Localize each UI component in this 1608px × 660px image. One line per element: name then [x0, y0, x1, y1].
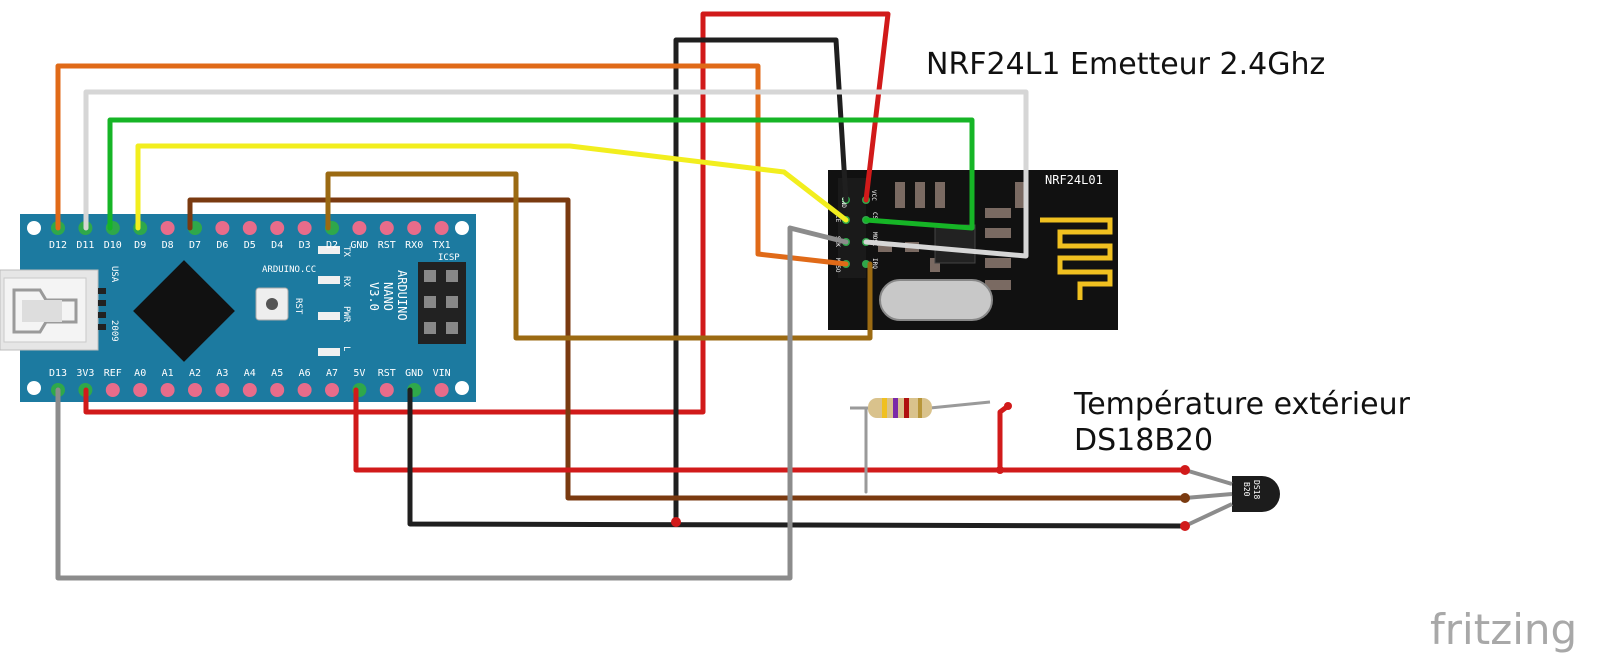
ds18b20-sensor: DS18 B20: [1184, 468, 1280, 528]
silk-icsp: ICSP: [438, 253, 460, 263]
nrf-pin-irq: IRQ: [871, 258, 878, 269]
arduino-pin-label: D8: [162, 240, 174, 251]
arduino-pin-label: D7: [189, 240, 201, 251]
arduino-pin-label: A6: [299, 368, 311, 379]
wire-red-5v: [353, 387, 1188, 473]
silk-led-pwr: PWR: [341, 306, 351, 323]
arduino-pin-label: RX0: [405, 240, 423, 251]
wire-green-d10: [107, 117, 975, 231]
wire-black-sensor-gnd: [407, 387, 1188, 529]
nrf-pin-mosi: MOSI: [871, 232, 878, 247]
arduino-pin-label: RST: [378, 240, 396, 251]
silk-led-l: L: [341, 346, 351, 351]
arduino-pin-label: D3: [299, 240, 311, 251]
wire-red-resistor: [997, 403, 1011, 473]
arduino-pin-label: GND: [405, 368, 423, 379]
nrf-pin-csn: CSN: [871, 212, 878, 223]
arduino-pin-label: D6: [216, 240, 228, 251]
arduino-pin-tx1: [434, 221, 449, 235]
arduino-pin-d8: [160, 221, 175, 235]
arduino-top-pin-row: D12 D11 D10 D9 D8 D7 D6 D5 D4 D3 D2 GND RST RX0 TX1: [49, 221, 451, 251]
arduino-pin-vin: [434, 383, 449, 397]
arduino-pin-a5: [270, 383, 285, 397]
arduino-pin-label: D13: [49, 368, 67, 379]
silk-rst: RST: [293, 298, 303, 315]
arduino-pin-d4: [270, 221, 285, 235]
icsp-header: [418, 262, 466, 344]
mcu-chip: [133, 260, 235, 362]
wires: [55, 11, 1188, 581]
arduino-pin-label: A5: [271, 368, 283, 379]
arduino-pin-label: D10: [104, 240, 122, 251]
arduino-pin-gnd: [352, 221, 367, 235]
resistor: [850, 398, 991, 418]
arduino-pin-label: A4: [244, 368, 256, 379]
wire-yellow-d9: [135, 143, 849, 231]
nrf-pin-gnd: GND: [840, 197, 847, 208]
arduino-pin-label: A0: [134, 368, 146, 379]
silk-led-rx: RX: [341, 276, 351, 287]
arduino-pin-label: 5V: [353, 368, 365, 379]
arduino-pin-label: REF: [104, 368, 122, 379]
wire-brown-d7: [187, 197, 1188, 501]
silk-year: 2009: [109, 320, 119, 342]
usb-connector: [0, 269, 106, 351]
silk-version: V3.0: [367, 282, 381, 311]
arduino-pin-label: D12: [49, 240, 67, 251]
arduino-pin-label: D11: [76, 240, 94, 251]
arduino-pin-label: D2: [326, 240, 338, 251]
arduino-pin-ref: [105, 383, 120, 397]
arduino-pin-label: D9: [134, 240, 146, 251]
arduino-pin-rx0: [407, 221, 422, 235]
silk-board: ARDUINO: [395, 270, 409, 321]
arduino-pin-a0: [133, 383, 148, 397]
arduino-pin-label: D4: [271, 240, 283, 251]
nrf-pin-ce: CE: [834, 215, 841, 223]
silk-led-tx: TX: [341, 246, 351, 257]
silk-usa: USA: [109, 266, 119, 283]
wire-orange-d12: [55, 63, 849, 267]
arduino-pin-label: A7: [326, 368, 338, 379]
arduino-pin-label: A1: [162, 368, 174, 379]
silk-site: ARDUINO.CC: [262, 265, 316, 275]
wire-gray-d13: [55, 225, 849, 581]
arduino-pin-d5: [242, 221, 257, 235]
arduino-pin-label: GND: [350, 240, 368, 251]
nrf-pin-vcc: VCC: [870, 190, 877, 201]
sensor-marking-1: DS18: [1252, 480, 1261, 499]
arduino-pin-label: D5: [244, 240, 256, 251]
wire-white-d11: [83, 89, 1029, 259]
wire-endpoints: [671, 402, 1190, 531]
arduino-pin-a7: [325, 383, 339, 397]
arduino-pin-a3: [215, 383, 230, 397]
arduino-pin-label: VIN: [433, 368, 451, 379]
sensor-marking-2: B20: [1242, 482, 1251, 497]
arduino-pin-d3: [297, 221, 312, 235]
arduino-pin-d6: [215, 221, 230, 235]
antenna-trace: [1040, 217, 1113, 300]
arduino-pin-rst: [379, 221, 394, 235]
arduino-pin-label: A2: [189, 368, 201, 379]
arduino-pin-rst: [379, 383, 394, 397]
arduino-pin-a1: [160, 383, 175, 397]
arduino-nano: RST TX RX PWR L ARDUINO.CC ARDUINO NANO …: [0, 214, 476, 402]
arduino-pin-label: TX1: [433, 240, 451, 251]
arduino-pin-label: RST: [378, 368, 396, 379]
arduino-pin-label: 3V3: [76, 368, 94, 379]
arduino-pin-a4: [242, 383, 257, 397]
wire-ochre-d2: [325, 171, 873, 341]
nrf-title-label: NRF24L1 Emetteur 2.4Ghz: [926, 47, 1325, 82]
silk-nano: NANO: [381, 282, 395, 311]
temp-label-line1: Température extérieur: [1073, 387, 1411, 422]
arduino-pin-a2: [188, 383, 202, 397]
arduino-pin-a6: [297, 383, 312, 397]
arduino-pin-label: A3: [216, 368, 228, 379]
temp-label-line2: DS18B20: [1074, 423, 1213, 458]
wire-red-3v3: [83, 11, 891, 415]
fritzing-logo: fritzing: [1430, 605, 1577, 654]
nrf-module-name: NRF24L01: [1045, 173, 1103, 187]
